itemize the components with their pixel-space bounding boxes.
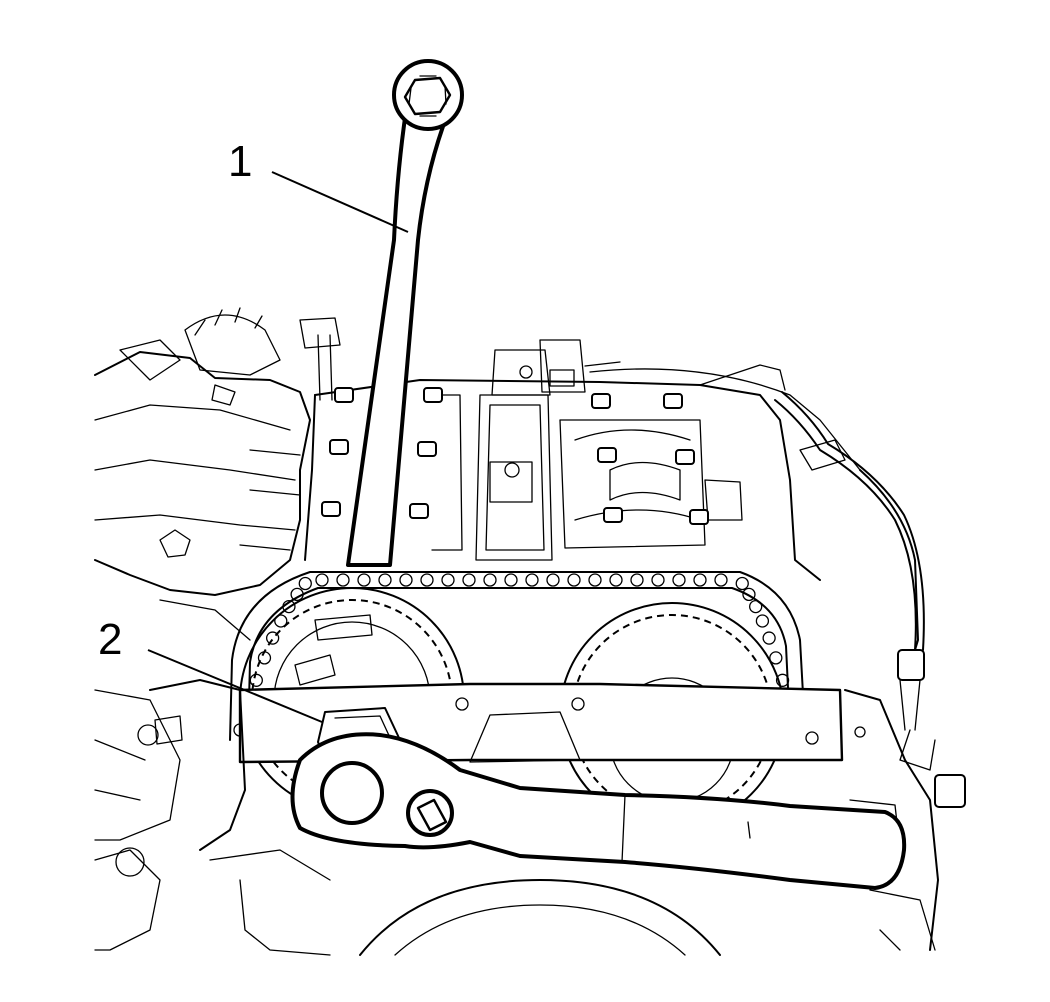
callout-leaders — [147, 171, 409, 723]
intake-manifold — [94, 307, 341, 596]
chain-roller — [257, 651, 272, 665]
chain-roller — [651, 573, 665, 587]
chain-roller — [265, 631, 280, 645]
cam-cap-bolts — [321, 387, 709, 525]
chain-roller — [399, 573, 413, 587]
timing-chain — [229, 571, 806, 741]
chain-roller — [742, 587, 756, 602]
chain-roller — [714, 573, 728, 587]
chain-roller — [755, 614, 770, 628]
chain-roller — [290, 587, 304, 602]
callout-2-label: 2 — [98, 615, 123, 664]
ratchet-wrench — [290, 732, 907, 890]
chain-roller — [693, 573, 707, 587]
box-end-wrench — [346, 59, 464, 567]
chain-roller — [672, 573, 686, 587]
chain-roller — [762, 631, 776, 645]
chain-roller — [298, 576, 312, 591]
chain-roller — [588, 573, 602, 587]
chain-roller — [609, 573, 623, 587]
engine-front-cover — [94, 599, 939, 956]
cylinder-head — [304, 339, 919, 661]
chain-roller — [462, 573, 476, 587]
chain-roller — [282, 599, 296, 614]
chain-roller — [504, 573, 518, 587]
chain-roller — [378, 573, 392, 587]
chain-roller — [420, 573, 434, 587]
chain-roller — [769, 651, 783, 665]
chain-roller — [441, 573, 455, 587]
chain-roller — [546, 573, 560, 587]
callout-1-label: 1 — [228, 137, 253, 186]
chain-roller — [525, 573, 539, 587]
chain-roller — [630, 573, 644, 587]
chain-roller — [775, 673, 790, 687]
chain-roller — [357, 573, 371, 587]
callout-1-leader — [271, 171, 409, 233]
chain-roller — [735, 576, 749, 591]
chain-roller — [315, 573, 329, 587]
chain-roller — [249, 673, 263, 687]
chain-roller — [567, 573, 581, 587]
callout-2-leader — [147, 649, 323, 723]
chain-roller — [483, 573, 497, 587]
chain-roller — [336, 573, 350, 587]
chain-roller — [749, 599, 763, 614]
sensor-wire — [774, 391, 966, 808]
chain-roller — [274, 614, 288, 628]
